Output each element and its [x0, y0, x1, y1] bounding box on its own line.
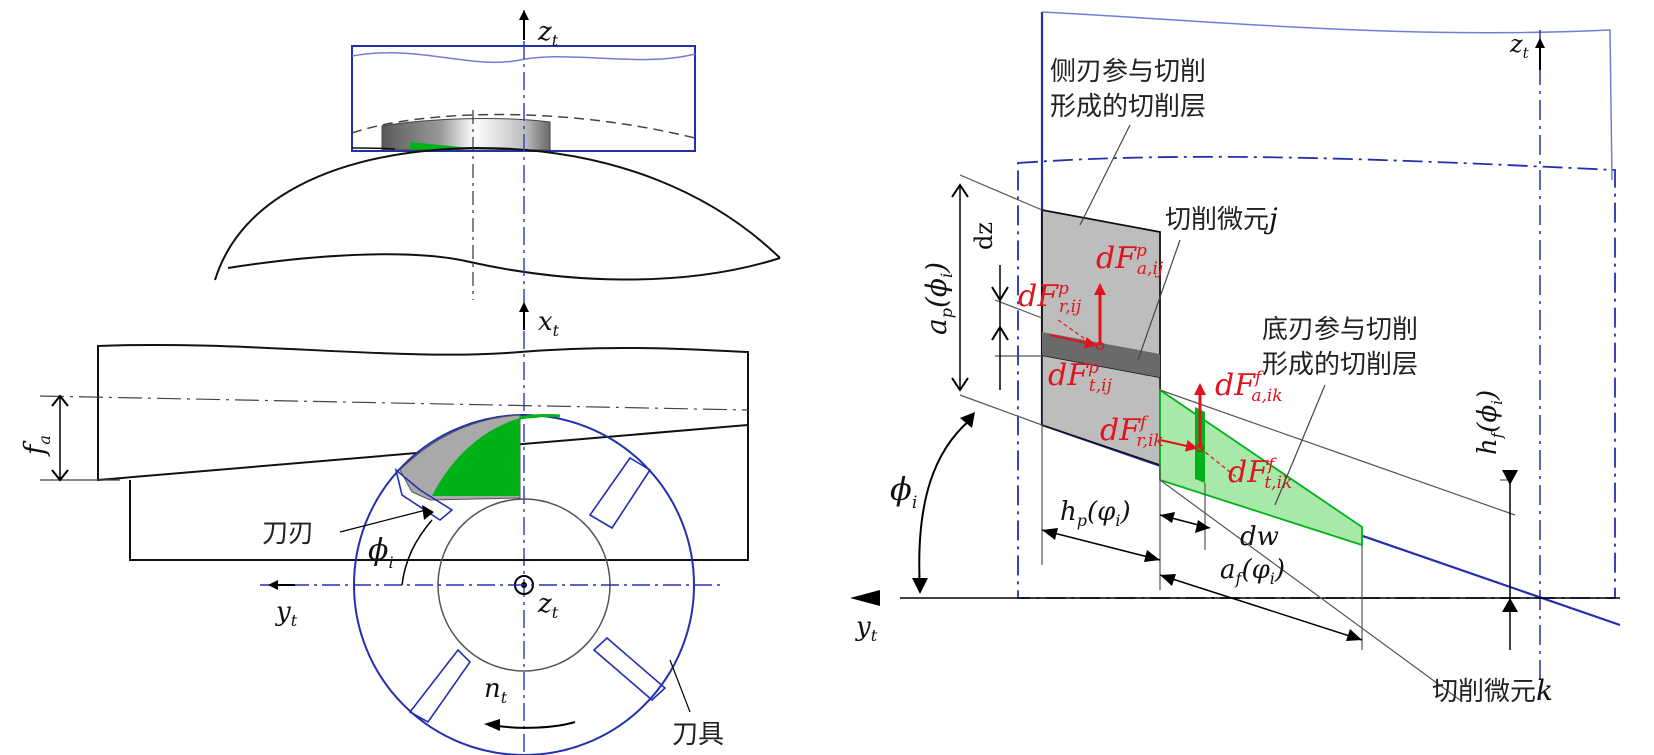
- tool-blades: [394, 456, 667, 724]
- element-j-band: [1042, 332, 1160, 378]
- force-t-p-arrow: [1057, 319, 1099, 349]
- left-top-view: zt: [214, 10, 781, 300]
- af-label: af(φi): [1220, 555, 1285, 588]
- top-zt-label: zt: [537, 17, 559, 50]
- right-diagram: zt yt ap(ϕ: [850, 11, 1621, 707]
- front-workpiece-lower: [129, 425, 749, 561]
- top-outer-arc: [214, 146, 781, 281]
- force-r-f-arrow: [1159, 439, 1198, 452]
- nt-label: nt: [484, 674, 508, 707]
- top-inner-wavy: [227, 253, 781, 281]
- right-zt-label: zt: [1509, 30, 1530, 62]
- front-workpiece-upper: [97, 343, 749, 482]
- hf-label: hf(ϕi): [1473, 390, 1506, 455]
- ap-label: ap(ϕi): [920, 262, 956, 335]
- bottom-layer-label-1: 底刃参与切削: [1262, 315, 1418, 345]
- side-layer-label-2: 形成的切削层: [1050, 92, 1206, 122]
- force-r-p-arrow: [1049, 334, 1097, 349]
- blade-nw: [394, 467, 454, 521]
- right-phi-label: ϕi: [890, 470, 917, 513]
- left-phi-label: ϕi: [368, 533, 394, 572]
- blade-sw: [408, 648, 472, 724]
- top-dashed-arc: [351, 113, 696, 139]
- side-layer-label-1: 侧刃参与切削: [1050, 57, 1206, 87]
- left-front-view: xt fa yt zt: [18, 300, 749, 755]
- tool-label: 刀具: [672, 720, 724, 750]
- hp-label: hp(φi): [1060, 497, 1131, 530]
- blade-se: [592, 636, 667, 702]
- blade-ne: [588, 456, 652, 530]
- front-xt-label: xt: [538, 307, 560, 340]
- element-j-label: 切削微元j: [1165, 202, 1278, 235]
- green-cutting-area: [432, 415, 544, 496]
- front-yt-label: yt: [275, 597, 298, 630]
- right-top-outline: [1041, 11, 1613, 181]
- fa-label: fa: [18, 435, 54, 457]
- front-zt-center-label: zt: [537, 589, 559, 622]
- force-vectors: [1049, 283, 1241, 481]
- right-dashdot-rect: [1017, 155, 1616, 599]
- bottom-layer-label-2: 形成的切削层: [1262, 350, 1418, 380]
- top-tool-section: [381, 118, 551, 151]
- blade-label: 刀刃: [262, 519, 314, 549]
- dz-label: dz: [970, 222, 998, 250]
- element-k-label: 切削微元k: [1432, 674, 1553, 707]
- right-yt-label: yt: [855, 612, 878, 645]
- force-t-f-arrow: [1199, 447, 1241, 481]
- dw-label: dw: [1240, 522, 1279, 552]
- top-block-wavy-edge: [351, 52, 696, 64]
